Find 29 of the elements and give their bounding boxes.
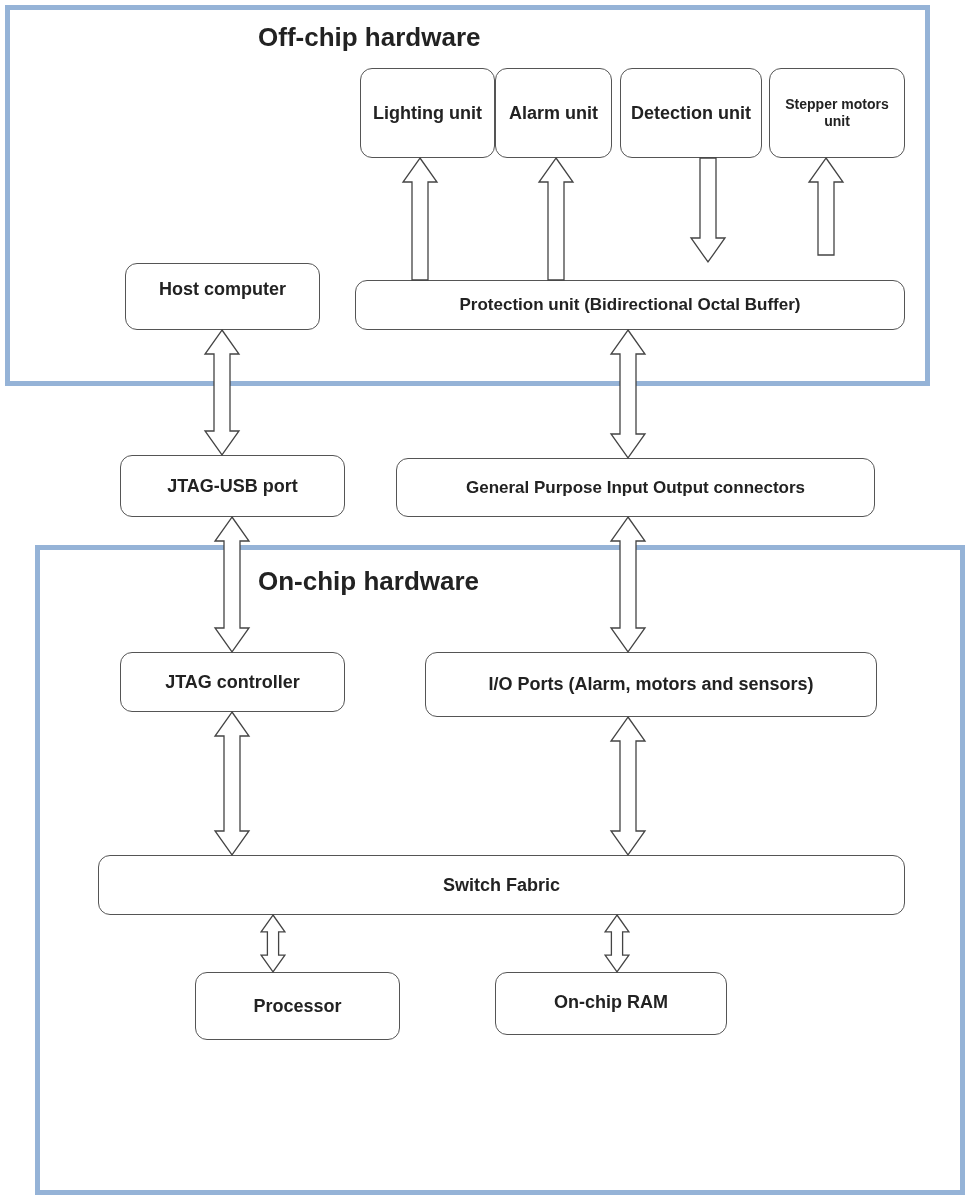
block-arrow [609, 328, 647, 460]
on-chip-container [35, 545, 965, 1195]
container-title: On-chip hardware [258, 565, 480, 598]
block-arrow [213, 710, 251, 857]
host-box: Host computer [125, 263, 320, 330]
port-box: JTAG-USB port [120, 455, 345, 517]
unit-box: Alarm unit [495, 68, 612, 158]
block-arrow [203, 328, 241, 457]
fabric-box: Switch Fabric [98, 855, 905, 915]
block-arrow [401, 156, 439, 281]
container-title: Off-chip hardware [258, 21, 481, 54]
block-arrow [213, 515, 251, 654]
block-arrow [807, 156, 845, 256]
ram-box: On-chip RAM [495, 972, 727, 1035]
ports-box: I/O Ports (Alarm, motors and sensors) [425, 652, 877, 717]
protection-box: Protection unit (Bidirectional Octal Buffer) [355, 280, 905, 330]
block-arrow [537, 156, 575, 281]
controller-box: JTAG controller [120, 652, 345, 712]
unit-box: Stepper motors unit [769, 68, 905, 158]
block-arrow [259, 913, 287, 974]
off-chip-container [5, 5, 930, 386]
block-arrow [603, 913, 631, 974]
block-arrow [609, 515, 647, 654]
connector-box: General Purpose Input Output connectors [396, 458, 875, 517]
unit-box: Lighting unit [360, 68, 495, 158]
processor-box: Processor [195, 972, 400, 1040]
block-arrow [689, 157, 727, 264]
block-arrow [609, 715, 647, 857]
unit-box: Detection unit [620, 68, 762, 158]
